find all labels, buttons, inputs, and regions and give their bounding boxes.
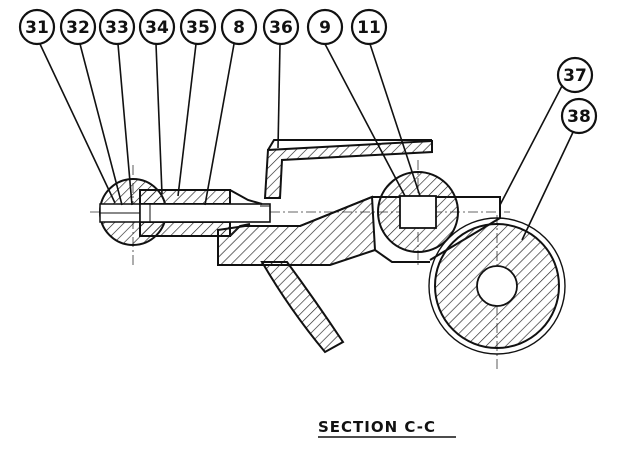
callout-33: 33 <box>98 8 136 46</box>
lower-tail <box>260 261 345 354</box>
callout-11: 11 <box>350 8 388 46</box>
callout-36: 36 <box>262 8 300 46</box>
leader-lines <box>39 43 576 241</box>
large-wheel <box>428 217 566 355</box>
middle-wheel <box>377 171 459 253</box>
svg-text:8: 8 <box>233 18 245 38</box>
svg-text:36: 36 <box>269 18 293 38</box>
svg-text:33: 33 <box>105 18 129 38</box>
svg-text:32: 32 <box>66 18 90 38</box>
main-body <box>217 195 501 266</box>
svg-text:38: 38 <box>567 107 591 127</box>
callout-35: 35 <box>179 8 217 46</box>
callout-37: 37 <box>556 56 594 94</box>
svg-text:34: 34 <box>145 18 169 38</box>
svg-text:SECTION C-C: SECTION C-C <box>318 418 436 436</box>
lever-arm <box>263 139 433 199</box>
svg-text:9: 9 <box>319 18 331 38</box>
callout-38: 38 <box>560 97 598 135</box>
callout-31: 31 <box>18 8 56 46</box>
callout-8: 8 <box>220 8 258 46</box>
svg-text:31: 31 <box>25 18 49 38</box>
svg-text:37: 37 <box>563 66 587 86</box>
svg-text:11: 11 <box>357 18 381 38</box>
callout-9: 9 <box>306 8 344 46</box>
callout-34: 34 <box>138 8 176 46</box>
section-title: SECTION C-C <box>318 418 456 438</box>
svg-text:35: 35 <box>186 18 210 38</box>
callout-32: 32 <box>59 8 97 46</box>
